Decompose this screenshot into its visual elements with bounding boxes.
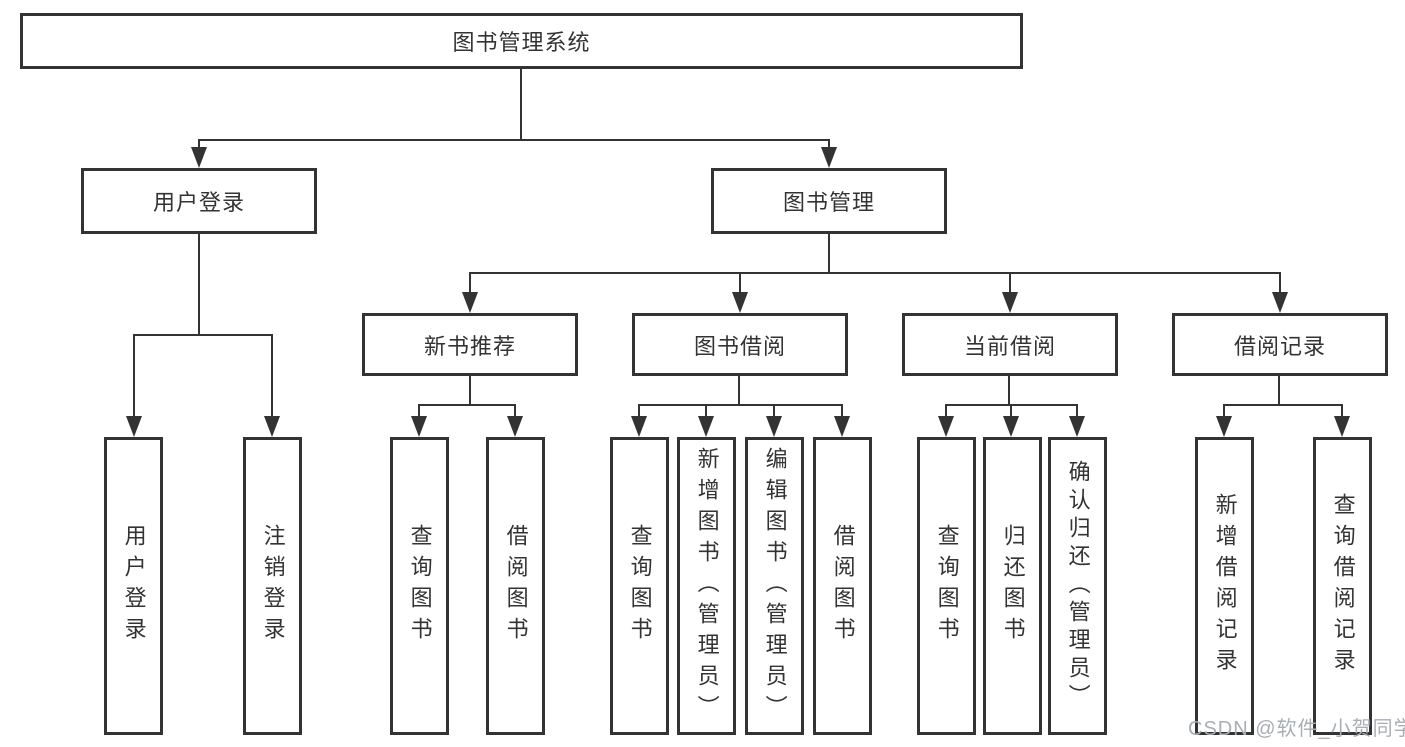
connector-line — [1279, 272, 1281, 297]
arrowhead — [264, 416, 280, 437]
connector-line — [773, 404, 775, 422]
leaf-query-borrow-record: 查询借阅记录 — [1313, 437, 1372, 735]
leaf-confirm-return-admin: 确认归还（管理员） — [1048, 437, 1107, 735]
node-user-login-label: 用户登录 — [152, 190, 245, 215]
connector-line — [828, 139, 830, 153]
arrowhead — [1002, 292, 1018, 313]
node-current-borrow-label: 当前借阅 — [963, 333, 1056, 359]
arrowhead — [1216, 416, 1232, 437]
connector-line — [469, 272, 1281, 274]
connector-line — [841, 404, 843, 422]
connector-line — [1010, 404, 1012, 422]
connector-line — [638, 404, 843, 406]
leaf-query-books-borrow: 查询图书 — [610, 437, 669, 735]
connector-line — [1223, 404, 1225, 422]
arrowhead — [1069, 416, 1085, 437]
connector-line — [1278, 376, 1280, 406]
node-current-borrow: 当前借阅 — [902, 313, 1118, 376]
arrowhead — [834, 416, 850, 437]
leaf-user-login-label: 用户登录 — [121, 524, 147, 648]
arrowhead — [821, 147, 837, 168]
leaf-borrow-books: 借阅图书 — [813, 437, 872, 735]
node-book-borrow: 图书借阅 — [632, 313, 848, 376]
connector-line — [198, 139, 200, 153]
connector-line — [638, 404, 640, 422]
arrowhead — [766, 416, 782, 437]
leaf-user-login: 用户登录 — [104, 437, 163, 735]
arrowhead — [1334, 416, 1350, 437]
connector-line — [271, 334, 273, 422]
arrowhead — [698, 416, 714, 437]
leaf-query-books-recommend-label: 查询图书 — [407, 524, 433, 648]
arrowhead — [507, 416, 523, 437]
connector-line — [469, 376, 471, 406]
connector-line — [418, 404, 516, 406]
connector-line — [469, 272, 471, 297]
leaf-add-borrow-record-label: 新增借阅记录 — [1212, 493, 1238, 679]
connector-line — [945, 404, 947, 422]
leaf-confirm-return-admin-label: 确认归还（管理员） — [1065, 460, 1091, 712]
node-root-label: 图书管理系统 — [452, 30, 591, 55]
connector-line — [1341, 404, 1343, 422]
connector-line — [520, 69, 522, 140]
leaf-query-books-current-label: 查询图书 — [934, 524, 960, 648]
connector-line — [1076, 404, 1078, 422]
connector-line — [1223, 404, 1343, 406]
leaf-return-books-label: 归还图书 — [1000, 524, 1026, 648]
arrowhead — [191, 147, 207, 168]
leaf-return-books: 归还图书 — [983, 437, 1042, 735]
node-new-book-recommend: 新书推荐 — [362, 313, 578, 376]
node-borrow-records-label: 借阅记录 — [1233, 333, 1326, 359]
connector-line — [705, 404, 707, 422]
arrowhead — [631, 416, 647, 437]
node-book-management-label: 图书管理 — [782, 190, 875, 215]
node-root: 图书管理系统 — [20, 13, 1023, 69]
leaf-query-books-recommend: 查询图书 — [390, 437, 449, 735]
leaf-logout-login: 注销登录 — [243, 437, 302, 735]
connector-line — [514, 404, 516, 422]
leaf-query-borrow-record-label: 查询借阅记录 — [1330, 493, 1356, 679]
leaf-edit-books-admin-label: 编辑图书（管理员） — [762, 446, 788, 726]
leaf-query-books-current: 查询图书 — [917, 437, 976, 735]
connector-line — [133, 334, 135, 422]
leaf-borrow-books-recommend: 借阅图书 — [486, 437, 545, 735]
node-book-management: 图书管理 — [711, 168, 947, 234]
connector-line — [738, 376, 740, 406]
node-book-borrow-label: 图书借阅 — [693, 333, 786, 359]
node-new-book-recommend-label: 新书推荐 — [423, 333, 516, 359]
leaf-add-books-admin-label: 新增图书（管理员） — [694, 446, 720, 726]
arrowhead — [1272, 292, 1288, 313]
leaf-borrow-books-label: 借阅图书 — [830, 524, 856, 648]
arrowhead — [938, 416, 954, 437]
connector-line — [828, 234, 830, 274]
arrowhead — [1003, 416, 1019, 437]
leaf-add-books-admin: 新增图书（管理员） — [677, 437, 736, 735]
connector-line — [418, 404, 420, 422]
leaf-edit-books-admin: 编辑图书（管理员） — [745, 437, 804, 735]
leaf-query-books-borrow-label: 查询图书 — [627, 524, 653, 648]
connector-line — [1009, 272, 1011, 297]
connector-line — [198, 234, 200, 336]
connector-line — [1008, 376, 1010, 406]
leaf-logout-login-label: 注销登录 — [260, 524, 286, 648]
leaf-add-borrow-record: 新增借阅记录 — [1195, 437, 1254, 735]
arrowhead — [732, 292, 748, 313]
arrowhead — [411, 416, 427, 437]
node-borrow-records: 借阅记录 — [1172, 313, 1388, 376]
node-user-login: 用户登录 — [81, 168, 317, 234]
arrowhead — [126, 416, 142, 437]
connector-line — [739, 272, 741, 297]
connector-line — [198, 139, 830, 141]
leaf-borrow-books-recommend-label: 借阅图书 — [503, 524, 529, 648]
watermark: CSDN @软件_小贺同学 — [1188, 718, 1405, 740]
arrowhead — [462, 292, 478, 313]
connector-line — [133, 334, 273, 336]
